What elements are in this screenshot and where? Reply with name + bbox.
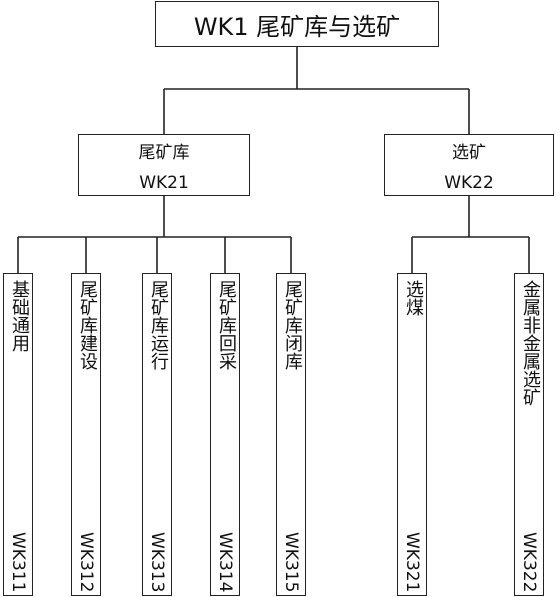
- leaf-node-basic-general: 基础通用 WK311: [3, 273, 33, 596]
- leaf-code: WK315: [281, 531, 301, 592]
- leaf-name: 尾矿库运行: [148, 280, 169, 370]
- leaf-code: WK321: [402, 531, 422, 592]
- group-node-tailings: 尾矿库 WK21: [78, 134, 250, 196]
- leaf-name: 选煤: [403, 280, 424, 316]
- leaf-name: 尾矿库回采: [216, 280, 237, 370]
- leaf-name: 金属非金属选矿: [520, 280, 541, 406]
- leaf-code: WK311: [8, 531, 28, 592]
- group-node-beneficiation: 选矿 WK22: [384, 134, 554, 196]
- leaf-code: WK313: [147, 531, 167, 592]
- group-name: 选矿: [452, 142, 486, 163]
- leaf-node-construction: 尾矿库建设 WK312: [71, 273, 101, 596]
- leaf-name: 尾矿库建设: [77, 280, 98, 370]
- leaf-code: WK322: [519, 531, 539, 592]
- group-name: 尾矿库: [138, 142, 190, 163]
- leaf-node-operation: 尾矿库运行 WK313: [142, 273, 172, 596]
- group-code: WK22: [444, 172, 494, 193]
- leaf-node-recovery: 尾矿库回采 WK314: [210, 273, 240, 596]
- leaf-node-coal-preparation: 选煤 WK321: [397, 273, 427, 596]
- group-code: WK21: [139, 172, 189, 193]
- leaf-code: WK312: [76, 531, 96, 592]
- leaf-code: WK314: [215, 531, 235, 592]
- leaf-node-metal-nonmetal: 金属非金属选矿 WK322: [514, 273, 544, 596]
- leaf-node-closure: 尾矿库闭库 WK315: [276, 273, 306, 596]
- root-node: WK1 尾矿库与选矿: [155, 1, 439, 47]
- root-title: WK1 尾矿库与选矿: [193, 12, 401, 41]
- leaf-name: 基础通用: [9, 280, 30, 352]
- leaf-name: 尾矿库闭库: [282, 280, 303, 370]
